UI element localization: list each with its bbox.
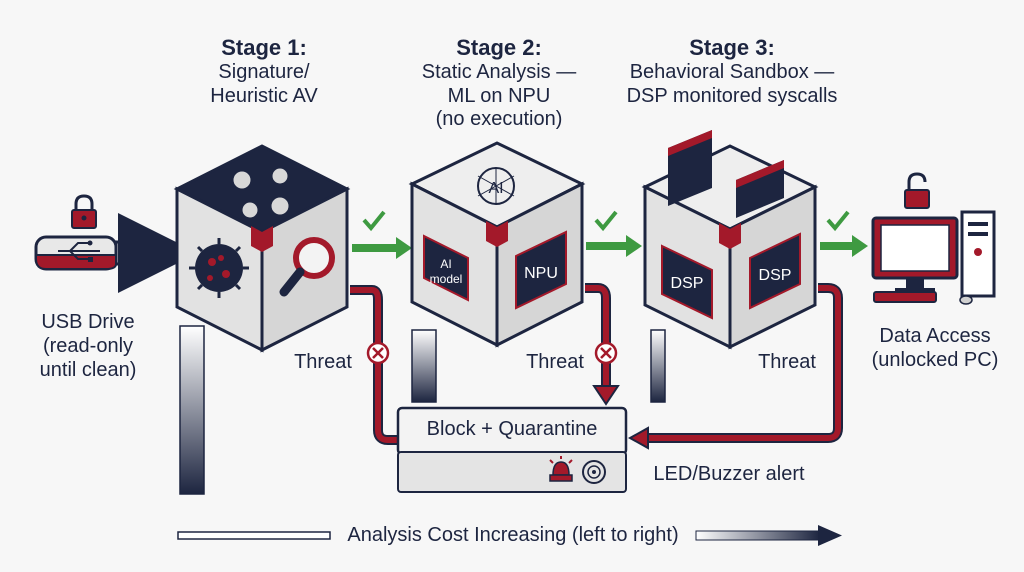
usb-label-line2: (read-only	[42, 335, 134, 357]
magnifier-icon	[279, 237, 335, 297]
terminal-window-icon-1	[668, 130, 712, 206]
footer-arrowhead	[818, 525, 842, 546]
stage1-cube	[173, 144, 351, 353]
ai-model-chip-icon: AI model	[423, 234, 469, 302]
stage3-head: Stage 3:	[689, 35, 775, 60]
svg-text:DSP: DSP	[759, 267, 792, 284]
stage2-desc-line3: (no execution)	[435, 108, 563, 131]
svg-text:DSP: DSP	[671, 275, 704, 292]
usb-label-line1: USB Drive	[41, 311, 135, 333]
check-icon-2	[594, 210, 618, 232]
stage3-title: Stage 3: Behavioral Sandbox — DSP monito…	[612, 35, 852, 108]
led-buzzer-alert-label: LED/Buzzer alert	[653, 463, 805, 485]
usb-drive-label: USB Drive (read-only until clean)	[18, 310, 158, 382]
stage3-desc-line2: DSP monitored syscalls	[626, 84, 838, 107]
data-access-label: Data Access (unlocked PC)	[860, 324, 1010, 372]
footer-arrow-right	[695, 530, 821, 541]
threat-x-icon-2	[594, 341, 618, 365]
usb-label-line3: until clean)	[39, 359, 137, 381]
terminal-window-icon-2	[736, 160, 784, 218]
footer-arrow-left	[177, 531, 331, 540]
threat-path-1	[350, 285, 402, 445]
stage2-desc-line1: Static Analysis —	[421, 60, 577, 83]
stage2-head: Stage 2:	[456, 35, 542, 60]
lock-icon	[71, 194, 97, 229]
usb-drive-icon	[34, 235, 140, 271]
buzzer-icon	[582, 460, 606, 484]
pc-label-line1: Data Access	[879, 325, 991, 347]
footer-label: Analysis Cost Increasing (left to right)	[347, 524, 679, 546]
cost-bar-2	[411, 329, 437, 403]
check-icon-1	[362, 210, 386, 232]
siren-icon	[549, 456, 573, 482]
stage2-desc-line2: ML on NPU	[447, 84, 551, 107]
stage2-title: Stage 2: Static Analysis — ML on NPU (no…	[397, 35, 601, 132]
threat-label-1: Threat	[294, 351, 352, 373]
unlocked-lock-icon	[904, 172, 930, 209]
stage1-desc-line2: Heuristic AV	[210, 84, 318, 107]
dsp-chip-icon-1: DSP	[661, 244, 713, 320]
threat-path-3	[627, 283, 843, 450]
svg-text:NPU: NPU	[524, 265, 558, 282]
stage1-desc-line1: Signature/	[218, 60, 310, 83]
pc-label-line2: (unlocked PC)	[871, 349, 999, 371]
check-icon-3	[826, 210, 850, 232]
virus-icon-small	[233, 168, 289, 218]
ai-brain-icon: AI	[477, 167, 515, 205]
threat-x-icon-1	[366, 341, 390, 365]
stage3-desc-line1: Behavioral Sandbox —	[629, 60, 835, 83]
npu-chip-icon: NPU	[515, 230, 567, 310]
stage1-title: Stage 1: Signature/ Heuristic AV	[164, 35, 364, 108]
threat-label-3: Threat	[758, 351, 816, 373]
desktop-pc-icon	[871, 210, 996, 305]
cost-bar-1	[179, 325, 205, 495]
threat-label-2: Threat	[526, 351, 584, 373]
cost-bar-3	[650, 329, 666, 403]
dsp-chip-icon-2: DSP	[749, 232, 801, 310]
threat-path-2	[585, 283, 620, 406]
ai-top-label: AI	[488, 180, 503, 197]
quarantine-label: Block + Quarantine	[426, 418, 598, 440]
stage1-head: Stage 1:	[221, 35, 307, 60]
virus-icon-large	[189, 238, 249, 298]
svg-text:AI: AI	[440, 257, 451, 271]
svg-text:model: model	[430, 272, 463, 286]
